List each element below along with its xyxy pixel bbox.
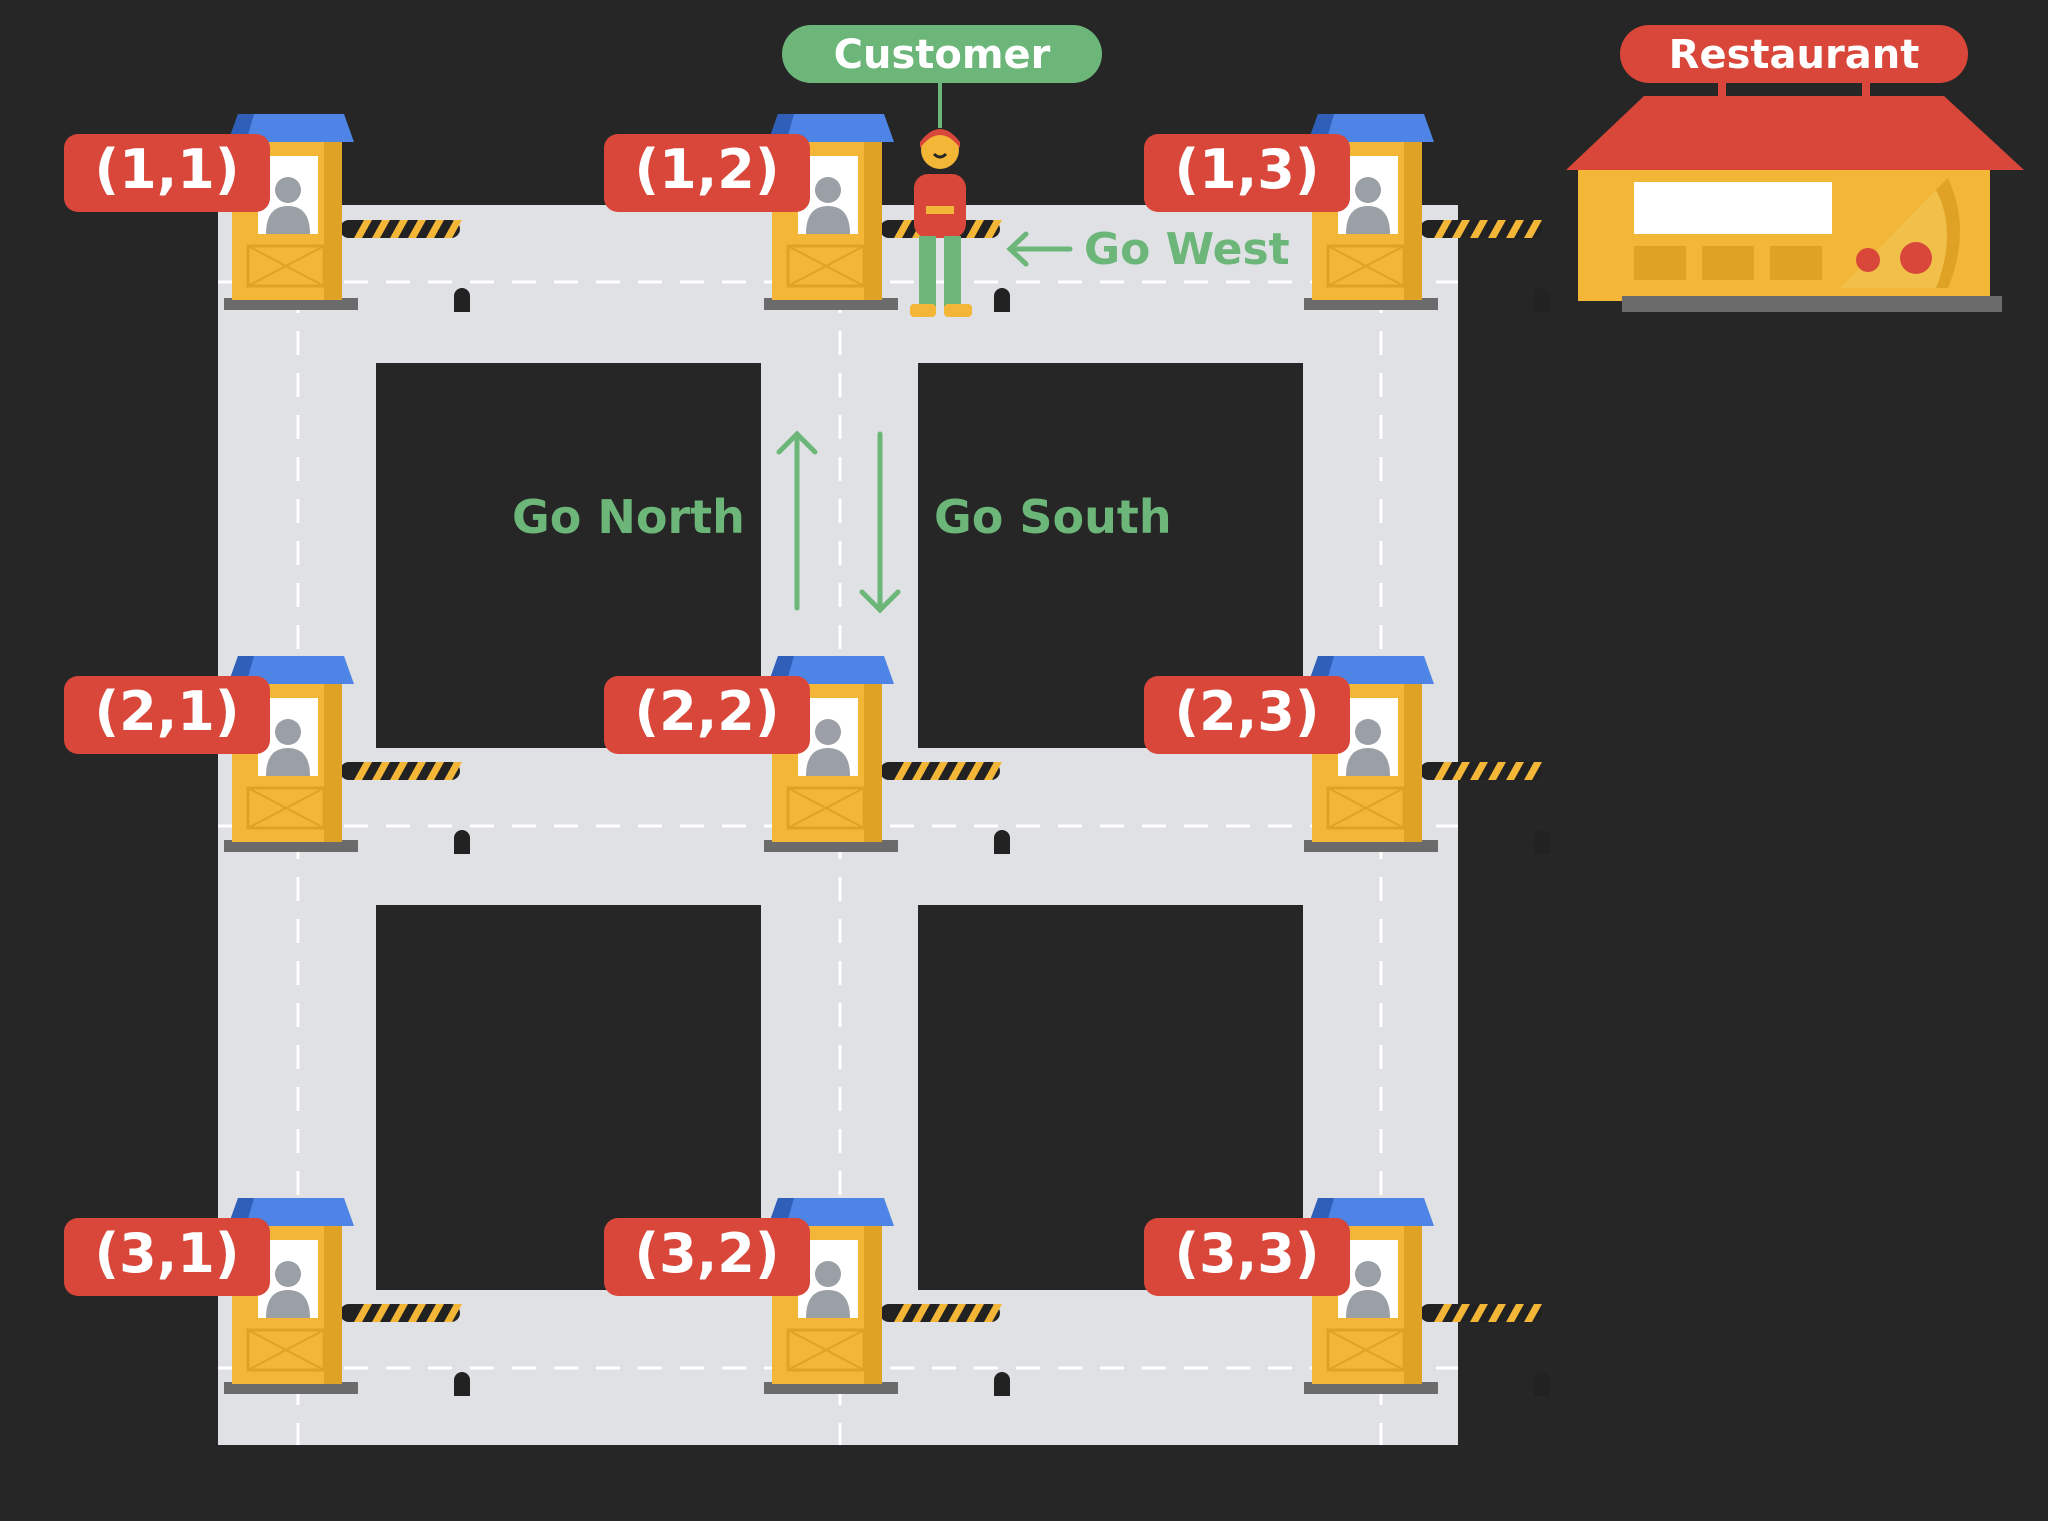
toll-operator-icon — [266, 1261, 310, 1318]
restaurant-label-text: Restaurant — [1669, 32, 1920, 78]
toll-operator-icon — [266, 719, 310, 776]
customer-person-icon — [910, 129, 972, 317]
barrier-post — [994, 288, 1010, 312]
toll-operator-icon — [806, 1261, 850, 1318]
customer-label-text: Customer — [834, 32, 1051, 78]
barrier-post — [994, 830, 1010, 854]
toll-booth: (1,2) — [604, 114, 1010, 312]
toll-booth: (1,1) — [64, 114, 470, 312]
barrier-gate-icon — [880, 762, 1002, 780]
booth-label-text: (3,1) — [94, 1222, 239, 1285]
barrier-post — [454, 288, 470, 312]
booth-label: (3,3) — [1144, 1218, 1350, 1296]
barrier-gate-icon — [1420, 1304, 1542, 1322]
direction-west: Go West — [1006, 224, 1290, 275]
booth-label-text: (1,2) — [634, 138, 779, 201]
barrier-post — [454, 1372, 470, 1396]
barrier-gate-icon — [1420, 220, 1542, 238]
booth-label-text: (2,1) — [94, 680, 239, 743]
restaurant-building-icon — [1566, 80, 2024, 312]
toll-booths: (1,1) (1,2) (1,3) (2,1) (2,2) (2,3) (3,1) (3,2)… — [64, 114, 1550, 1396]
booth-label-text: (2,3) — [1174, 680, 1319, 743]
barrier-gate-icon — [340, 762, 462, 780]
barrier-gate-icon — [1420, 762, 1542, 780]
toll-operator-icon — [1346, 177, 1390, 234]
go-north-text: Go North — [512, 490, 745, 544]
booth-label: (1,2) — [604, 134, 810, 212]
barrier-gate-icon — [880, 1304, 1002, 1322]
toll-booth: (3,1) — [64, 1198, 470, 1396]
arrow-down-icon — [859, 431, 901, 614]
booth-label: (1,1) — [64, 134, 270, 212]
toll-booth: (3,2) — [604, 1198, 1010, 1396]
booth-label: (2,1) — [64, 676, 270, 754]
barrier-gate-icon — [340, 220, 462, 238]
booth-label-text: (1,3) — [1174, 138, 1319, 201]
booth-label-text: (3,3) — [1174, 1222, 1319, 1285]
barrier-post — [994, 1372, 1010, 1396]
go-west-text: Go West — [1084, 224, 1290, 275]
direction-north: Go North — [512, 430, 818, 611]
direction-south: Go South — [859, 431, 1172, 614]
booth-label: (3,2) — [604, 1218, 810, 1296]
arrow-left-icon — [1006, 231, 1073, 267]
toll-operator-icon — [266, 177, 310, 234]
booth-label-text: (2,2) — [634, 680, 779, 743]
toll-booth: (2,3) — [1144, 656, 1550, 854]
restaurant-label: Restaurant — [1620, 25, 1968, 83]
toll-booth: (2,1) — [64, 656, 470, 854]
toll-operator-icon — [806, 177, 850, 234]
barrier-post — [1534, 288, 1550, 312]
barrier-gate-icon — [340, 1304, 462, 1322]
booth-label-text: (3,2) — [634, 1222, 779, 1285]
customer-label: Customer — [782, 25, 1102, 128]
toll-booth: (1,3) — [1144, 114, 1550, 312]
booth-label-text: (1,1) — [94, 138, 239, 201]
barrier-post — [1534, 830, 1550, 854]
toll-booth: (3,3) — [1144, 1198, 1550, 1396]
toll-operator-icon — [1346, 1261, 1390, 1318]
booth-label: (2,3) — [1144, 676, 1350, 754]
arrow-up-icon — [776, 430, 818, 611]
toll-booth: (2,2) — [604, 656, 1010, 854]
booth-label: (1,3) — [1144, 134, 1350, 212]
barrier-post — [454, 830, 470, 854]
go-south-text: Go South — [934, 490, 1172, 544]
toll-operator-icon — [1346, 719, 1390, 776]
toll-operator-icon — [806, 719, 850, 776]
pizza-icon — [1840, 178, 1960, 288]
booth-label: (3,1) — [64, 1218, 270, 1296]
barrier-post — [1534, 1372, 1550, 1396]
booth-label: (2,2) — [604, 676, 810, 754]
